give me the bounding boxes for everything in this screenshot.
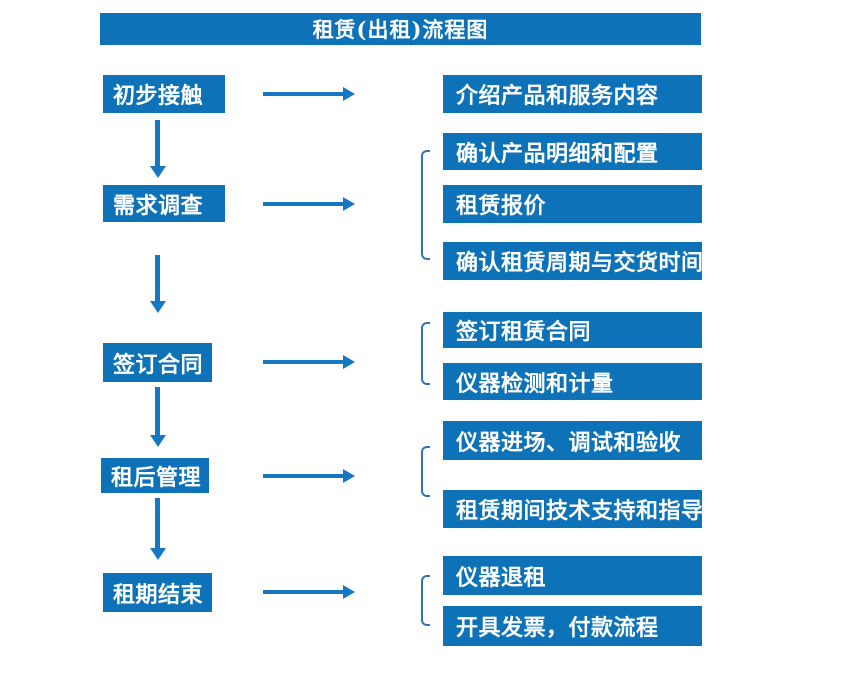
down-arrow-shaft [155, 387, 160, 436]
down-arrow-head [150, 166, 166, 178]
group-bracket-5 [421, 575, 430, 626]
output-box-4-2: 租赁期间技术支持和指导 [443, 490, 703, 528]
step-box-5: 租期结束 [103, 573, 212, 612]
step-box-1: 初步接触 [103, 75, 225, 113]
group-bracket-3 [421, 322, 430, 385]
right-arrow-3 [263, 355, 355, 369]
right-arrow-shaft [263, 590, 344, 594]
down-arrow-head [150, 301, 166, 313]
right-arrow-head [343, 469, 355, 483]
down-arrow-3 [150, 387, 166, 447]
down-arrow-shaft [155, 255, 160, 302]
down-arrow-head [150, 548, 166, 560]
down-arrow-shaft [155, 120, 160, 167]
step-box-4: 租后管理 [101, 458, 209, 493]
down-arrow-head [150, 435, 166, 447]
down-arrow-2 [150, 255, 166, 313]
flowchart-title: 租赁(出租)流程图 [100, 13, 701, 45]
right-arrow-shaft [263, 360, 344, 364]
output-box-2-3: 确认租赁周期与交货时间 [443, 242, 703, 280]
right-arrow-head [343, 355, 355, 369]
right-arrow-2 [263, 197, 355, 211]
right-arrow-head [343, 87, 355, 101]
right-arrow-shaft [263, 92, 344, 96]
down-arrow-4 [150, 498, 166, 560]
output-box-3-2: 仪器检测和计量 [443, 363, 702, 400]
right-arrow-4 [263, 469, 355, 483]
right-arrow-5 [263, 585, 355, 599]
right-arrow-head [343, 197, 355, 211]
output-box-4-1: 仪器进场、调试和验收 [443, 421, 702, 460]
output-box-5-1: 仪器退租 [443, 556, 702, 595]
output-box-5-2: 开具发票，付款流程 [443, 606, 702, 646]
output-box-3-1: 签订租赁合同 [443, 312, 702, 348]
step-box-3: 签订合同 [103, 343, 212, 382]
down-arrow-1 [150, 120, 166, 178]
right-arrow-shaft [263, 202, 344, 206]
output-box-1-1: 介绍产品和服务内容 [443, 75, 702, 113]
output-box-2-2: 租赁报价 [443, 185, 702, 223]
group-bracket-4 [421, 446, 430, 497]
output-box-2-1: 确认产品明细和配置 [443, 133, 702, 170]
right-arrow-shaft [263, 474, 344, 478]
right-arrow-head [343, 585, 355, 599]
right-arrow-1 [263, 87, 355, 101]
group-bracket-2 [421, 150, 430, 260]
down-arrow-shaft [155, 498, 160, 549]
step-box-2: 需求调查 [103, 185, 225, 222]
